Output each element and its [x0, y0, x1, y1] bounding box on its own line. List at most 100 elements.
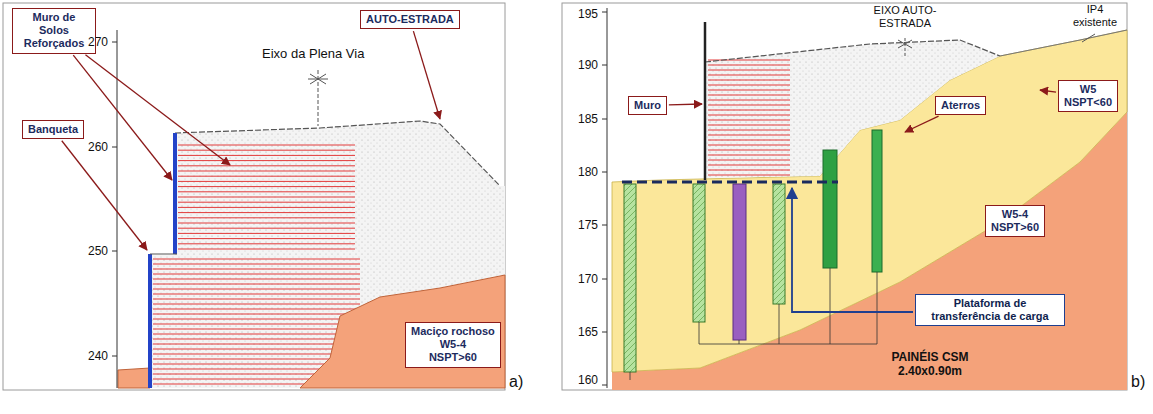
callout-box: Muro — [628, 96, 667, 115]
weathered-soil — [612, 30, 1127, 372]
leader-arrow — [62, 141, 147, 250]
axis-value: 270 — [88, 35, 108, 49]
callout-box: Banqueta — [22, 120, 84, 139]
annotation: b) — [1131, 372, 1145, 391]
reinforcement-strip — [178, 202, 355, 203]
reinforcement-strip — [178, 212, 355, 213]
rock-mass — [300, 275, 505, 388]
reinforcement-strip — [153, 329, 360, 330]
reinforcement-strip — [153, 309, 360, 310]
axis-value: 250 — [88, 244, 108, 258]
reinforcement-strip — [178, 155, 355, 156]
reinforcement-strip — [708, 80, 790, 81]
reinforcement-strip — [153, 319, 360, 320]
panel-a — [3, 3, 505, 390]
leader-line — [1082, 34, 1095, 42]
reinforcement-strip — [178, 238, 355, 239]
box-text: NSPT<60 — [1064, 96, 1112, 109]
road-surface — [705, 40, 1000, 62]
reinforcement-strip — [178, 186, 355, 187]
reinforcement-strip — [153, 264, 360, 265]
box-text: Aterros — [941, 99, 980, 112]
annotation: EIXO AUTO-ESTRADA — [859, 4, 951, 30]
box-text: W5-4 — [991, 208, 1039, 221]
leaders — [62, 31, 1056, 312]
reinforcement-strip — [708, 105, 790, 106]
axis-value: 240 — [88, 349, 108, 363]
axis-value: 185 — [578, 112, 598, 126]
reinforcement-strip — [178, 223, 355, 224]
callout-box: Maciço rochosoW5-4NSPT>60 — [405, 322, 501, 368]
reinforcement-strip — [153, 279, 360, 280]
wall-face — [704, 22, 707, 180]
box-text: Muro de Solos Reforçados — [18, 11, 90, 51]
reinforcement-strip — [153, 344, 360, 345]
reinforcement-strip — [153, 314, 360, 315]
axis-symbol — [898, 38, 912, 56]
leader-arrow — [792, 188, 913, 312]
reinforcement — [153, 145, 360, 384]
bench — [150, 254, 177, 255]
box-text: NSPT>60 — [411, 351, 495, 364]
box-text: W5 — [1064, 83, 1112, 96]
leader-arrow — [413, 31, 440, 119]
reinforcement-strip — [708, 110, 790, 111]
reinforcement-strip — [178, 150, 355, 151]
reinforcement-strip — [153, 304, 360, 305]
reinforcement-strip — [153, 339, 360, 340]
reinforcement-strip — [708, 95, 790, 96]
axis-value: 260 — [88, 140, 108, 154]
reinforcement-strip — [708, 165, 790, 166]
axis-value: 165 — [578, 325, 598, 339]
reinforcement-strip — [153, 259, 360, 260]
wall-face — [173, 133, 177, 254]
box-text: W5-4 — [411, 338, 495, 351]
reinforcement-strip — [178, 191, 355, 192]
reinforcement-strip — [708, 60, 790, 61]
wall-face — [148, 254, 152, 388]
axis-value: 195 — [578, 7, 598, 21]
annotation: Eixo da Plena Via — [262, 46, 364, 62]
box-text: Plataforma de transferência de carga — [921, 297, 1059, 323]
reinforcement-strip — [708, 75, 790, 76]
reinforcement-strip — [153, 289, 360, 290]
reinforcement-strip — [708, 175, 790, 176]
reinforcement-strip — [708, 120, 790, 121]
reinforcement-strip — [153, 294, 360, 295]
reinforcement-strip — [708, 65, 790, 66]
reinforcement-strip — [708, 135, 790, 136]
axis-value: 175 — [578, 218, 598, 232]
axis — [602, 8, 607, 388]
box-text: Banqueta — [28, 123, 78, 136]
callout-box: Plataforma de transferência de carga — [915, 294, 1065, 326]
reinforcement — [708, 60, 790, 175]
reinforcement-strip — [178, 197, 355, 198]
reinforcement-strip — [178, 165, 355, 166]
panel-b — [562, 3, 1127, 390]
axis-value: 160 — [578, 373, 598, 387]
annotation: a) — [509, 372, 523, 391]
reinforcement-strip — [708, 85, 790, 86]
reinforcement-strip — [178, 228, 355, 229]
leader-arrow — [73, 55, 172, 180]
callout-box: Aterros — [935, 96, 986, 115]
reinforcement-strip — [708, 115, 790, 116]
csm-panels — [624, 130, 882, 380]
box-text: Maciço rochoso — [411, 325, 495, 338]
reinforcement-strip — [708, 160, 790, 161]
reinforcement-strip — [153, 299, 360, 300]
callout-box: AUTO-ESTRADA — [360, 10, 460, 29]
reinforcement-strip — [708, 155, 790, 156]
reinforcement-strip — [178, 181, 355, 182]
box-text: Muro — [634, 99, 661, 112]
reinforcement-strip — [153, 269, 360, 270]
reinforcement-strip — [708, 145, 790, 146]
axis-value: 190 — [578, 58, 598, 72]
annotation: IP4 existente — [1064, 3, 1126, 29]
reinforcement-strip — [708, 150, 790, 151]
annotation: PAINÉIS CSM 2.40x0.90m — [875, 350, 985, 379]
embankment-fill — [150, 121, 505, 388]
reinforcement-strip — [708, 70, 790, 71]
